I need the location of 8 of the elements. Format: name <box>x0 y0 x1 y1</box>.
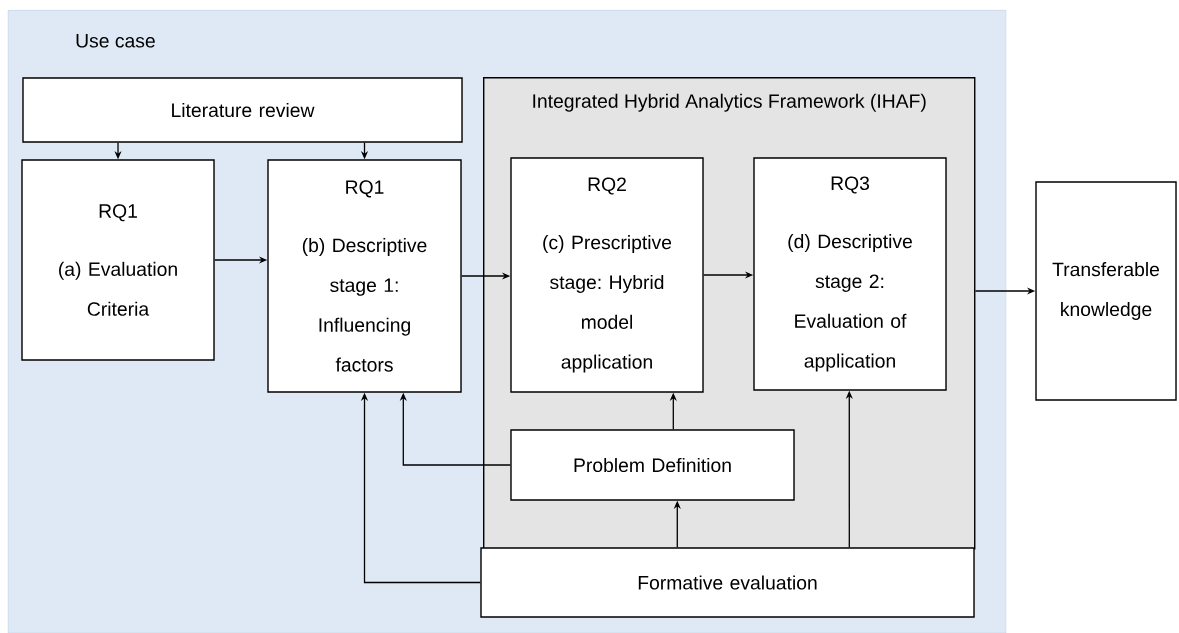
process-box: Literature review <box>22 77 463 143</box>
process-box: RQ1 (a) Evaluation Criteria <box>21 159 215 361</box>
process-box: Formative evaluation <box>480 547 975 618</box>
process-box: RQ1 (b) Descriptive stage 1: Influencing factors <box>267 159 462 393</box>
process-box: Problem Definition <box>510 429 795 501</box>
process-box: RQ3 (d) Descriptive stage 2: Evaluation of application <box>753 157 947 391</box>
process-box: Transferable knowledge <box>1035 181 1177 401</box>
process-box: RQ2 (c) Prescriptive stage: Hybrid model application <box>510 157 704 393</box>
